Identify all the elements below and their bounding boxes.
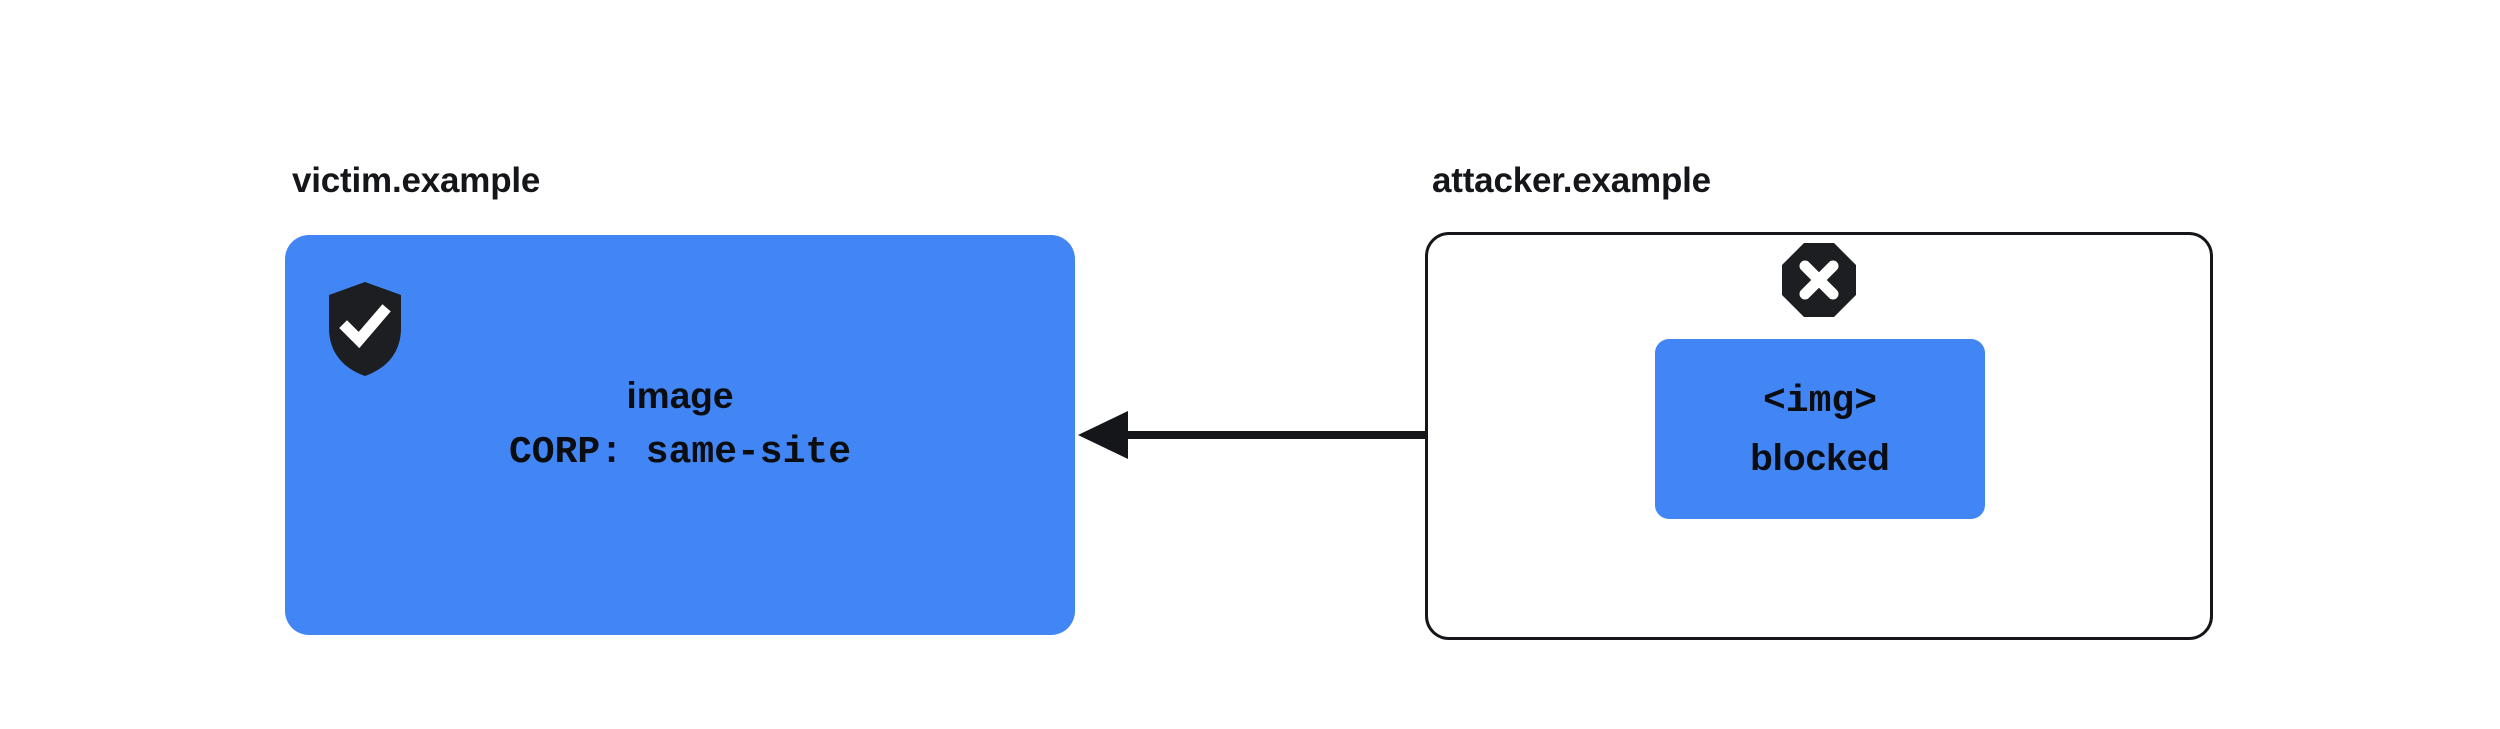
attacker-origin-panel: <img> blocked — [1425, 232, 2213, 640]
attacker-request-status: blocked — [1750, 436, 1890, 478]
attacker-request-box: <img> blocked — [1655, 339, 1985, 519]
victim-origin-label: victim.example — [292, 161, 541, 200]
attacker-request-tag: <img> — [1762, 379, 1878, 423]
victim-resource-name: image — [626, 375, 734, 416]
octagon-x-icon — [1782, 243, 1856, 317]
victim-corp-header: CORP: same-site — [508, 431, 852, 474]
arrow-left-icon — [1070, 405, 1660, 465]
victim-resource-text: image CORP: same-site — [285, 377, 1075, 472]
attacker-origin-label: attacker.example — [1432, 161, 1711, 200]
shield-check-icon — [329, 282, 401, 376]
victim-origin-panel: image CORP: same-site — [285, 235, 1075, 635]
